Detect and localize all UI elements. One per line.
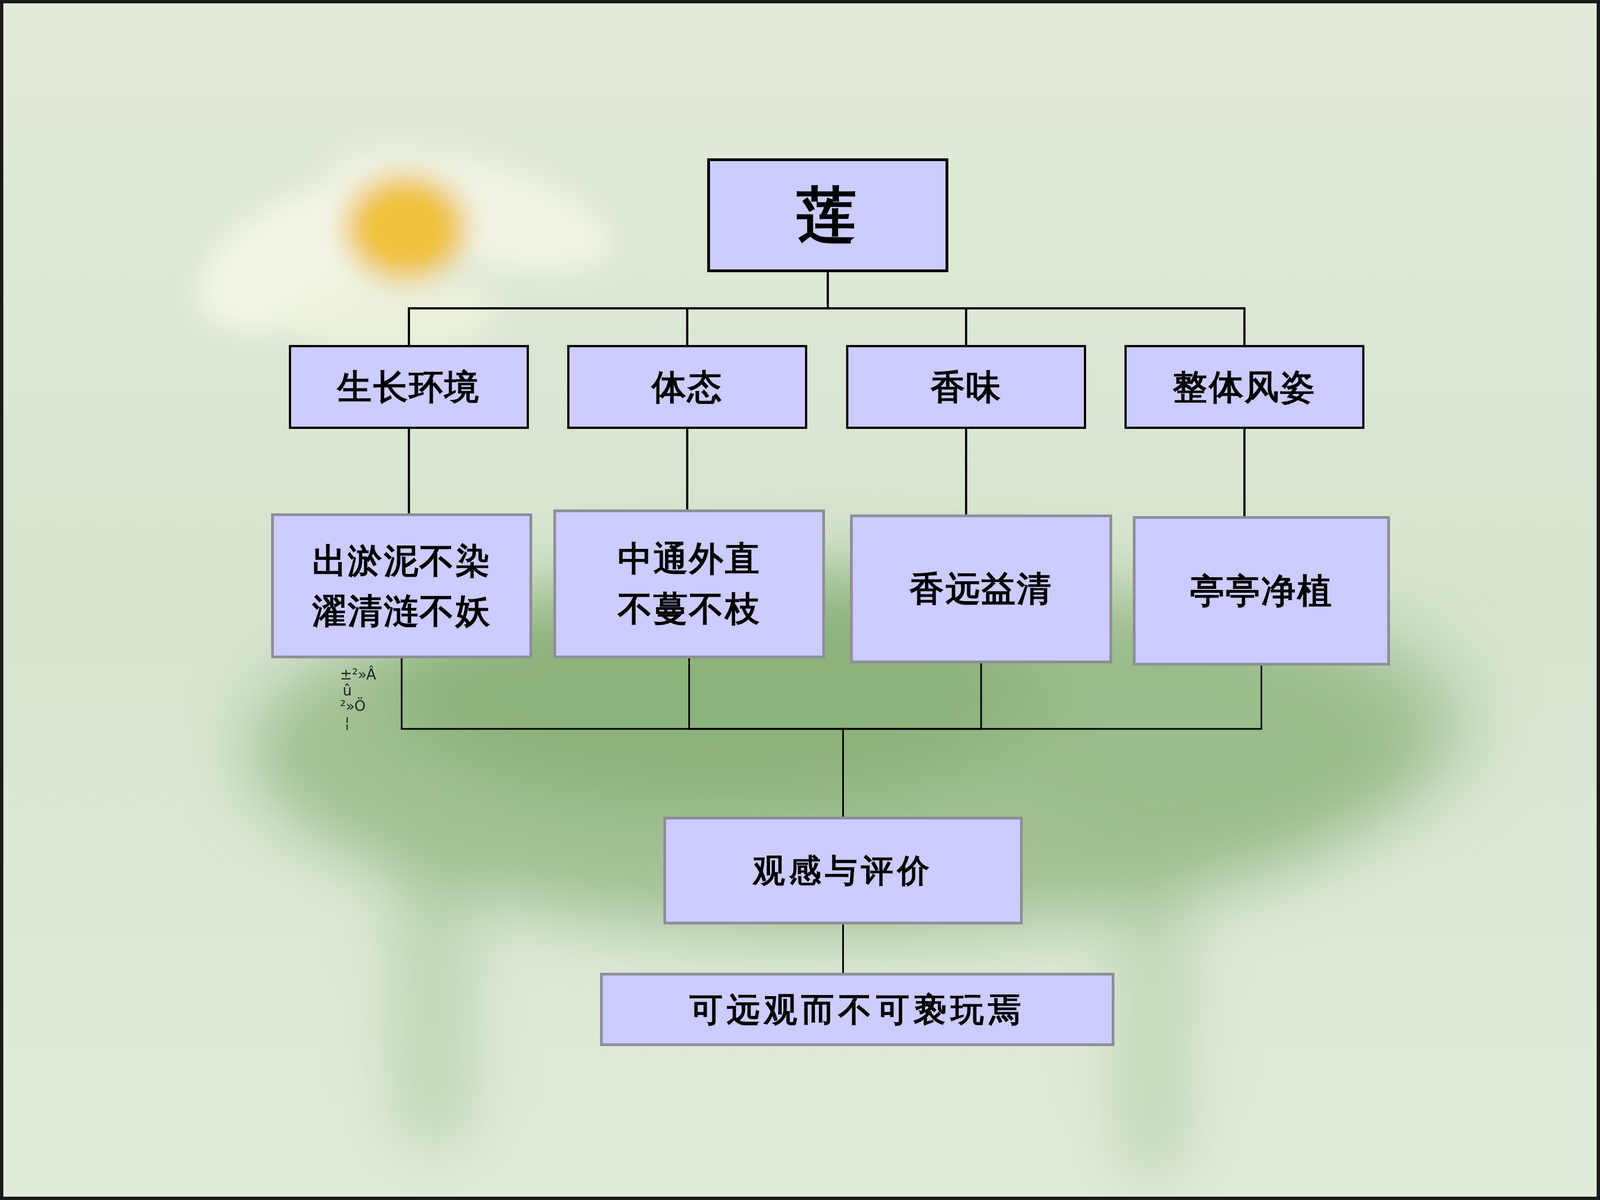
node-text: 体态 [651,362,724,413]
connector-line [689,658,844,817]
topic-box: 出淤泥不染 濯清涟不妖 [271,513,533,659]
summary-box: 可远观而不可亵玩焉 [600,972,1115,1047]
topic-box: 整体风姿 [1124,345,1365,429]
node-text: 莲 [796,171,859,259]
connector-line [827,272,1245,345]
node-text: 香味 [930,362,1003,413]
connector-line [842,924,844,973]
node-text: 亭亭净植 [1190,566,1334,617]
connector-line [965,428,968,515]
topic-box: 体态 [567,345,808,429]
connector-line [843,665,1262,817]
node-text: 出淤泥不染 濯清涟不妖 [287,536,517,637]
connector-line [408,272,828,345]
topic-box: 香远益清 [850,514,1113,664]
topic-box: 亭亭净植 [1132,516,1390,666]
node-text: 中通外直 不蔓不枝 [569,533,809,634]
root-box: 莲 [707,158,949,273]
topic-box: 香味 [846,345,1087,429]
node-text: 整体风姿 [1172,362,1317,413]
summary-box: 观感与评价 [663,816,1023,925]
node-text: 可远观而不可亵玩焉 [689,985,1026,1034]
lotus-flower [174,125,625,363]
connector-line [843,663,982,817]
connector-line [686,428,689,510]
node-text: 观感与评价 [752,847,934,894]
stray-glyphs: ±²»Âû²»Ö¦ [340,666,355,730]
connector-line [407,428,410,514]
topic-box: 中通外直 不蔓不枝 [553,509,825,659]
topic-box: 生长环境 [288,345,529,429]
node-text: 生长环境 [337,362,481,413]
node-text: 香远益清 [909,563,1053,614]
connector-line [687,272,828,345]
connector-line [1243,428,1246,517]
connector-line [401,658,844,817]
